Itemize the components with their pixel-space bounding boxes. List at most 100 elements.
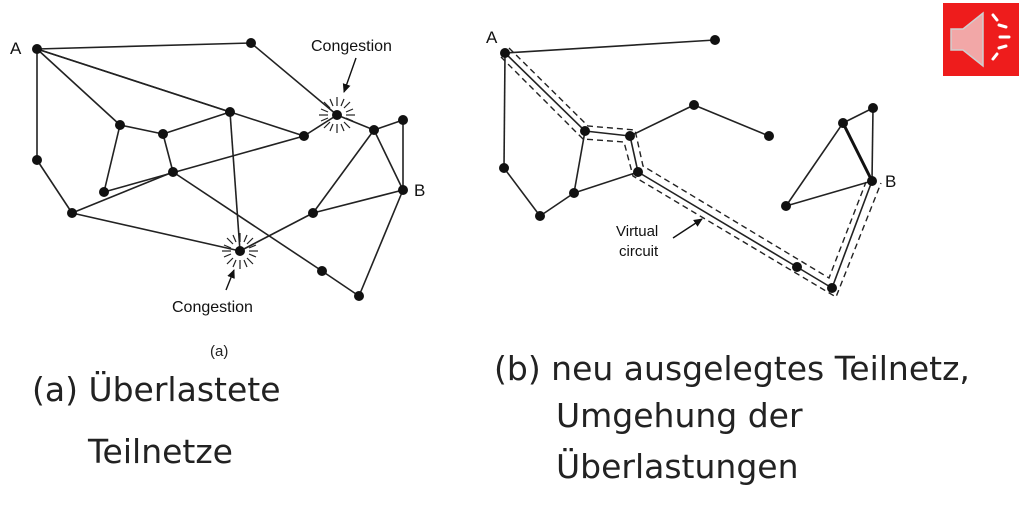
- virtual-circuit-path: [508, 47, 867, 280]
- node: [158, 129, 168, 139]
- congestion-arrow: [342, 57, 357, 93]
- node-a: [500, 48, 510, 58]
- node-label-b: B: [885, 172, 896, 191]
- edge: [693, 104, 770, 137]
- edge: [71, 171, 174, 214]
- congestion-burst-icon: [319, 97, 355, 133]
- edge: [103, 135, 305, 193]
- node: [168, 167, 178, 177]
- virtual-circuit-label: Virtual: [616, 223, 658, 240]
- node-congested: [235, 246, 245, 256]
- node: [354, 291, 364, 301]
- node: [792, 262, 802, 272]
- congestion-burst-icon: [222, 233, 258, 269]
- node: [317, 266, 327, 276]
- edge: [358, 189, 404, 297]
- node: [689, 100, 699, 110]
- edge: [336, 114, 375, 131]
- edge: [119, 124, 164, 135]
- edge: [321, 270, 360, 297]
- congestion-arrow: [225, 269, 235, 291]
- node-b: [398, 185, 408, 195]
- node: [625, 131, 635, 141]
- caption-a-line1: (a) Überlastete: [32, 370, 281, 409]
- congestion-label: Congestion: [172, 299, 253, 316]
- node: [535, 211, 545, 221]
- node: [32, 155, 42, 165]
- node: [633, 167, 643, 177]
- node: [299, 131, 309, 141]
- node: [580, 126, 590, 136]
- caption-b-line2: Umgehung der: [556, 396, 803, 435]
- edge: [36, 159, 73, 214]
- edge: [573, 130, 586, 194]
- edge: [504, 39, 716, 54]
- edge: [103, 124, 121, 193]
- node: [67, 208, 77, 218]
- diagram-b-nodes: [499, 35, 878, 293]
- node: [838, 118, 848, 128]
- edge: [162, 133, 174, 173]
- edge: [871, 107, 874, 182]
- virtual-circuit-label: circuit: [619, 243, 659, 260]
- edge: [162, 111, 231, 135]
- edge: [504, 52, 586, 132]
- edge: [36, 48, 305, 137]
- node: [868, 103, 878, 113]
- congestion-label: Congestion: [311, 38, 392, 55]
- edge: [250, 42, 338, 116]
- edge: [239, 212, 314, 252]
- edge: [312, 189, 404, 214]
- edge: [71, 212, 241, 252]
- edge: [539, 192, 575, 217]
- node: [246, 38, 256, 48]
- edge: [229, 111, 241, 252]
- caption-a-line2: Teilnetze: [88, 432, 233, 471]
- edge: [373, 119, 404, 131]
- network-diagrams: A B Congestion Congestion: [10, 28, 896, 316]
- edge: [573, 171, 639, 194]
- node-congested: [332, 110, 342, 120]
- edge: [36, 42, 252, 50]
- node-label-a: A: [486, 28, 498, 47]
- node: [710, 35, 720, 45]
- edge: [584, 130, 631, 137]
- edge: [842, 107, 874, 124]
- node: [99, 187, 109, 197]
- edge: [831, 180, 873, 289]
- edge-bold: [841, 122, 874, 182]
- node: [369, 125, 379, 135]
- edge: [629, 135, 639, 173]
- node: [225, 107, 235, 117]
- node-label-a: A: [10, 39, 22, 58]
- edge: [172, 171, 323, 272]
- edge: [785, 180, 873, 207]
- edge: [796, 266, 833, 289]
- edge: [312, 129, 375, 214]
- edge: [36, 48, 121, 126]
- node: [115, 120, 125, 130]
- speaker-icon: [950, 11, 1011, 68]
- audio-button[interactable]: [943, 3, 1019, 76]
- node-label-b: B: [414, 181, 425, 200]
- caption-b-line1: (b) neu ausgelegtes Teilnetz,: [494, 349, 970, 388]
- node-b: [867, 176, 877, 186]
- diagram-a: [36, 42, 404, 297]
- node: [569, 188, 579, 198]
- node-a: [32, 44, 42, 54]
- virtual-circuit-arrow: [672, 218, 703, 239]
- subfigure-label-a: (a): [210, 343, 229, 360]
- edge: [629, 104, 695, 137]
- edge: [637, 171, 798, 268]
- node: [308, 208, 318, 218]
- edge: [785, 122, 844, 207]
- edge: [503, 52, 506, 169]
- node: [499, 163, 509, 173]
- virtual-circuit-path: [500, 56, 882, 299]
- edge: [373, 129, 404, 191]
- node: [398, 115, 408, 125]
- diagram-b: [503, 39, 874, 289]
- edge: [303, 114, 338, 137]
- node: [764, 131, 774, 141]
- node: [781, 201, 791, 211]
